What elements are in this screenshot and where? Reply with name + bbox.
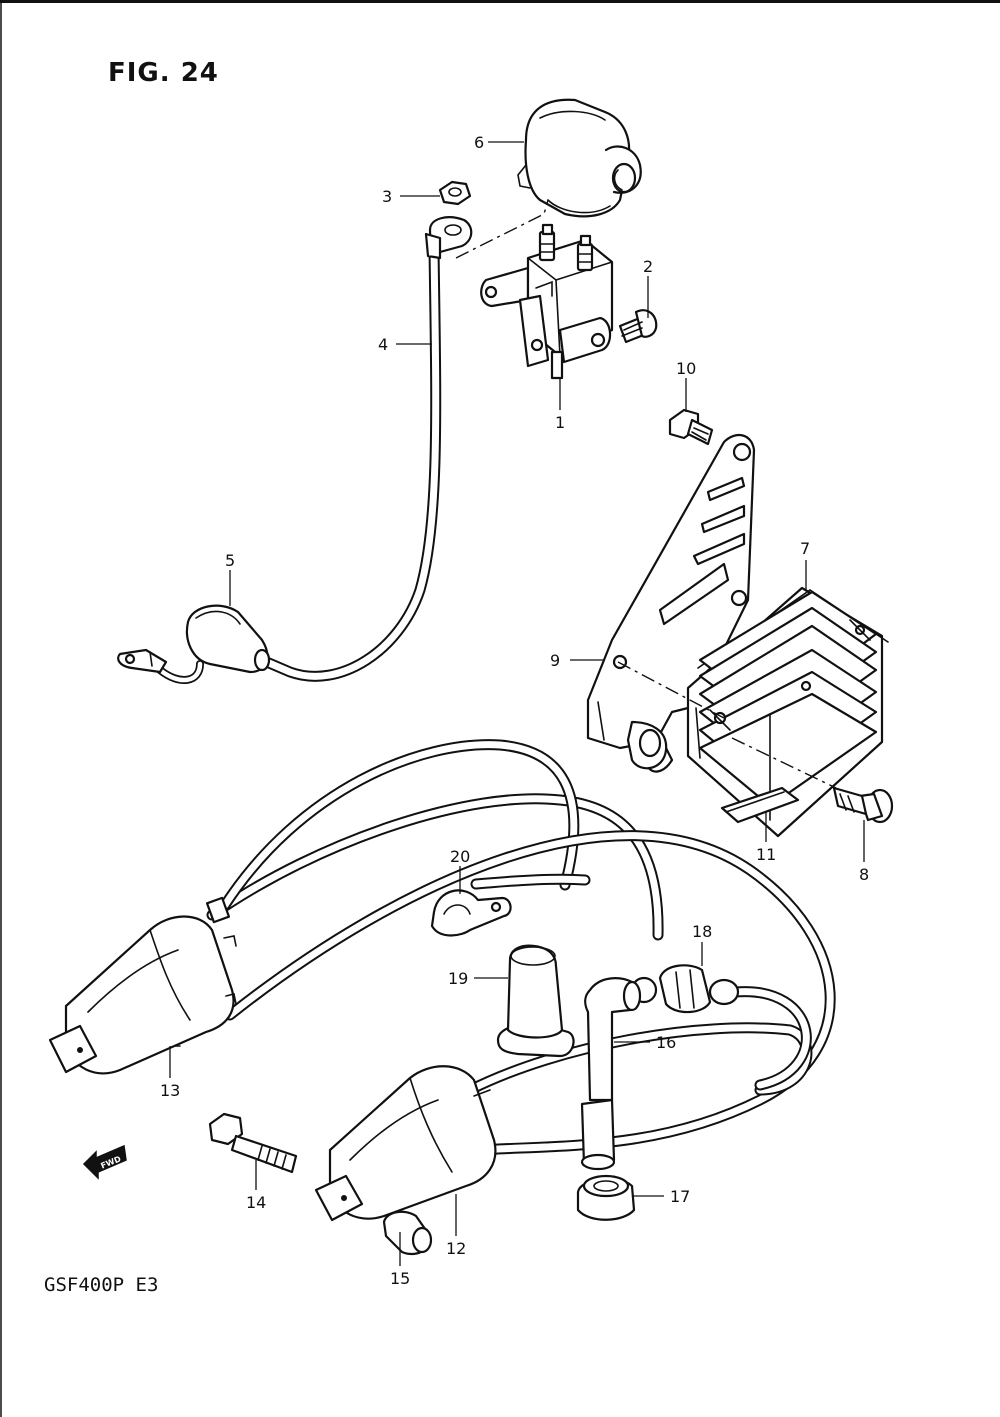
model-label: GSF400P E3: [44, 1274, 159, 1296]
callout-7: 7: [800, 539, 810, 558]
bolt-part-10: [668, 408, 714, 446]
ignition-coil-part-12: [314, 1065, 497, 1222]
callout-10: 10: [676, 359, 696, 378]
callout-15: 15: [390, 1269, 410, 1288]
bracket-part-9: [586, 433, 756, 773]
callout-11: 11: [756, 845, 776, 864]
figure-title: FIG. 24: [108, 58, 219, 88]
callout-12: 12: [446, 1239, 466, 1258]
regulator-rectifier-part-7: [686, 586, 889, 838]
bolt-part-14: [208, 1112, 298, 1174]
clamp-part-20: [430, 889, 512, 937]
terminal-boot-part-5: [117, 604, 271, 684]
callout-19: 19: [448, 969, 468, 988]
alignment-lines: [455, 199, 837, 789]
callout-16: 16: [656, 1033, 676, 1052]
label-part-11: [720, 786, 800, 824]
nut-part-3: [438, 180, 472, 206]
callout-3: 3: [382, 187, 392, 206]
callout-4: 4: [378, 335, 388, 354]
callout-18: 18: [692, 922, 712, 941]
callout-13: 13: [160, 1081, 180, 1100]
bolt-part-2: [618, 309, 658, 344]
high-tension-wires: [206, 739, 836, 1156]
callout-6: 6: [474, 133, 484, 152]
callout-20: 20: [450, 847, 470, 866]
ignition-coil-part-13: [48, 896, 237, 1075]
callout-2: 2: [643, 257, 653, 276]
callout-1: 1: [555, 413, 565, 432]
callout-17: 17: [670, 1187, 690, 1206]
connector-part-18: [630, 964, 740, 1014]
spacer-part-15: [382, 1210, 433, 1256]
callout-numbers: 6 2 3 4 5 1 10 7 9 11 8 20 19 18 16 17 1…: [160, 133, 869, 1288]
leader-lines: [169, 141, 865, 1266]
starter-relay-part-1: [480, 223, 614, 380]
bolt-part-8: [832, 786, 894, 824]
terminal-cap-part-6: [517, 98, 642, 218]
callout-9: 9: [550, 651, 560, 670]
seal-part-17: [576, 1174, 636, 1221]
elbow-hose-part-16: [580, 977, 642, 1171]
plug-cap-part-19: [496, 944, 575, 1058]
callout-5: 5: [225, 551, 235, 570]
cable-part-4: [256, 216, 473, 682]
callout-14: 14: [246, 1193, 266, 1212]
forward-direction-arrow: FWD: [82, 1144, 127, 1180]
callout-8: 8: [859, 865, 869, 884]
